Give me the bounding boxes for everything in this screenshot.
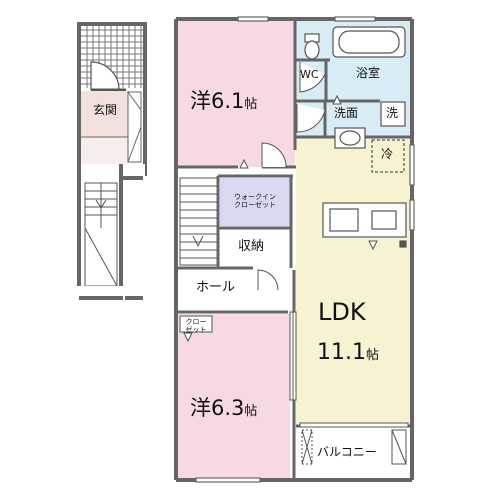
entry-door-swing	[90, 61, 120, 91]
door-hall	[257, 269, 279, 291]
bath-label: 浴室	[356, 66, 381, 80]
closet-line1: クロー	[185, 318, 207, 326]
storage-floor	[220, 229, 291, 267]
door-wc	[299, 62, 326, 93]
entrance-floor	[81, 91, 129, 137]
closet-label: クロー ゼット	[181, 318, 211, 334]
entrance-stair-block	[77, 22, 149, 300]
walk-in-closet-line1: ウォークイン	[234, 193, 276, 201]
main-unit	[174, 16, 415, 483]
western-room-lower	[178, 314, 290, 478]
closet-line2: ゼット	[185, 326, 207, 335]
fridge-space	[371, 139, 405, 173]
bathtub	[332, 26, 406, 58]
door-washroom	[296, 104, 326, 133]
entrance-staircase	[84, 182, 118, 287]
western-room-upper-label: 洋6.1帖	[190, 89, 258, 113]
ldk-floor	[296, 137, 410, 426]
fridge-label: 冷	[381, 147, 394, 161]
western-room-lower-label: 洋6.3帖	[190, 396, 258, 420]
ldk-unit: 帖	[365, 348, 379, 363]
wc-label: WC	[300, 68, 319, 81]
kitchen-counter	[322, 202, 407, 248]
western-room-upper-unit: 帖	[244, 97, 258, 112]
washer-label: 洗	[386, 106, 399, 120]
door-western-upper	[261, 142, 287, 168]
balcony-drain	[301, 429, 407, 465]
entrance-label: 玄関	[93, 103, 118, 117]
balcony-label: バルコニー	[317, 445, 377, 459]
balcony-floor	[296, 426, 410, 478]
walk-in-closet-line2: クローゼット	[234, 201, 276, 210]
storage-label: 収納	[238, 239, 265, 254]
western-room-upper	[178, 21, 295, 167]
toilet	[304, 33, 320, 60]
ldk-label: LDK	[318, 298, 366, 326]
hall-label: ホール	[196, 280, 236, 295]
walk-in-closet-label: ウォークイン クローゼット	[226, 193, 284, 209]
washer-space	[380, 101, 406, 127]
shoe-cabinet	[127, 91, 142, 163]
internal-staircase	[179, 177, 218, 266]
western-room-lower-unit: 帖	[244, 404, 258, 419]
walk-in-closet-floor	[220, 178, 291, 226]
washroom-label: 洗面	[334, 106, 359, 120]
ldk-size: 11.1帖	[317, 340, 379, 365]
washbasin	[334, 127, 366, 149]
